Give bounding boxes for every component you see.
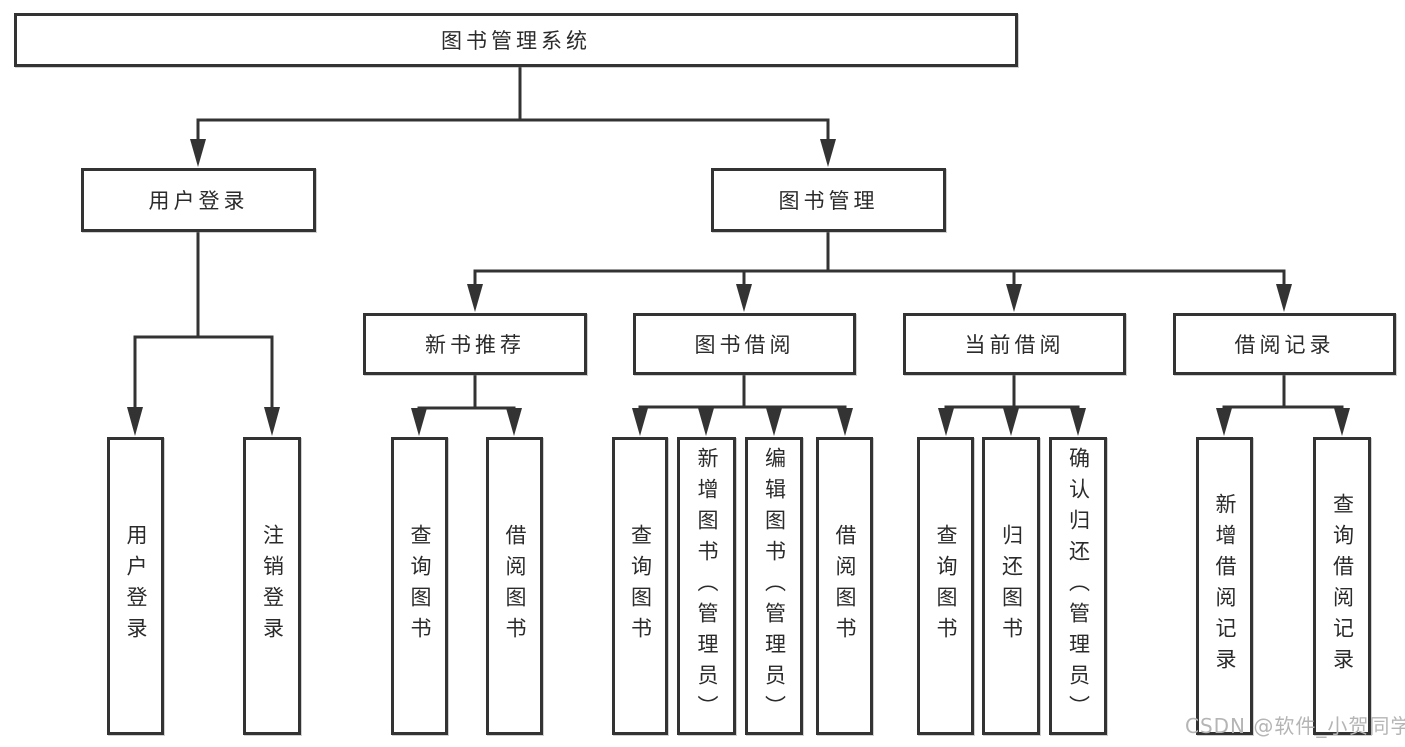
leaf-borrow-books-1-label: 借阅图书 — [503, 524, 527, 648]
leaf-user-login-label: 用户登录 — [124, 524, 148, 648]
leaf-query-books-1-label: 查询图书 — [408, 524, 432, 648]
leaf-query-books-2-label: 查询图书 — [628, 524, 653, 648]
leaf-confirm-return-admin: 确认归还（管理员） — [1049, 437, 1107, 735]
leaf-borrow-books-2-label: 借阅图书 — [833, 524, 857, 648]
leaf-user-login: 用户登录 — [107, 437, 164, 735]
leaf-add-book-admin-label: 新增图书（管理员） — [695, 446, 719, 726]
leaf-query-books-3: 查询图书 — [917, 437, 974, 735]
leaf-borrow-books-2: 借阅图书 — [816, 437, 873, 735]
connector-book-borrow-branch — [632, 375, 853, 436]
connector-book-mgmt-to-level3 — [467, 232, 1292, 312]
connector-new-book-branch — [411, 375, 522, 436]
connector-root-to-level2 — [190, 67, 836, 167]
node-book-borrow: 图书借阅 — [633, 313, 856, 375]
node-user-login-group: 用户登录 — [81, 168, 316, 232]
node-root-system: 图书管理系统 — [14, 13, 1018, 67]
leaf-edit-book-admin-label: 编辑图书（管理员） — [762, 446, 787, 726]
leaf-query-books-1: 查询图书 — [391, 437, 448, 735]
leaf-logout-label: 注销登录 — [260, 524, 285, 648]
node-new-book-recommend: 新书推荐 — [363, 313, 587, 375]
leaf-add-borrow-record-label: 新增借阅记录 — [1213, 493, 1237, 679]
leaf-return-book: 归还图书 — [982, 437, 1040, 735]
leaf-query-books-3-label: 查询图书 — [934, 524, 958, 648]
connector-current-borrow-branch — [938, 375, 1086, 436]
leaf-confirm-return-admin-label: 确认归还（管理员） — [1066, 446, 1091, 726]
leaf-query-borrow-record-label: 查询借阅记录 — [1330, 493, 1355, 679]
node-borrow-records: 借阅记录 — [1173, 313, 1396, 375]
leaf-edit-book-admin: 编辑图书（管理员） — [745, 437, 803, 735]
leaf-borrow-books-1: 借阅图书 — [486, 437, 543, 735]
leaf-return-book-label: 归还图书 — [999, 524, 1024, 648]
leaf-query-borrow-record: 查询借阅记录 — [1313, 437, 1371, 735]
leaf-add-book-admin: 新增图书（管理员） — [677, 437, 736, 735]
connector-user-login-branch — [127, 232, 280, 436]
leaf-add-borrow-record: 新增借阅记录 — [1196, 437, 1253, 735]
node-current-borrow: 当前借阅 — [903, 313, 1126, 375]
node-book-mgmt-group: 图书管理 — [711, 168, 946, 232]
leaf-logout: 注销登录 — [243, 437, 301, 735]
leaf-query-books-2: 查询图书 — [612, 437, 668, 735]
connector-borrow-records-branch — [1216, 375, 1350, 436]
csdn-watermark: CSDN @软件_小贺同学 — [1185, 714, 1405, 738]
